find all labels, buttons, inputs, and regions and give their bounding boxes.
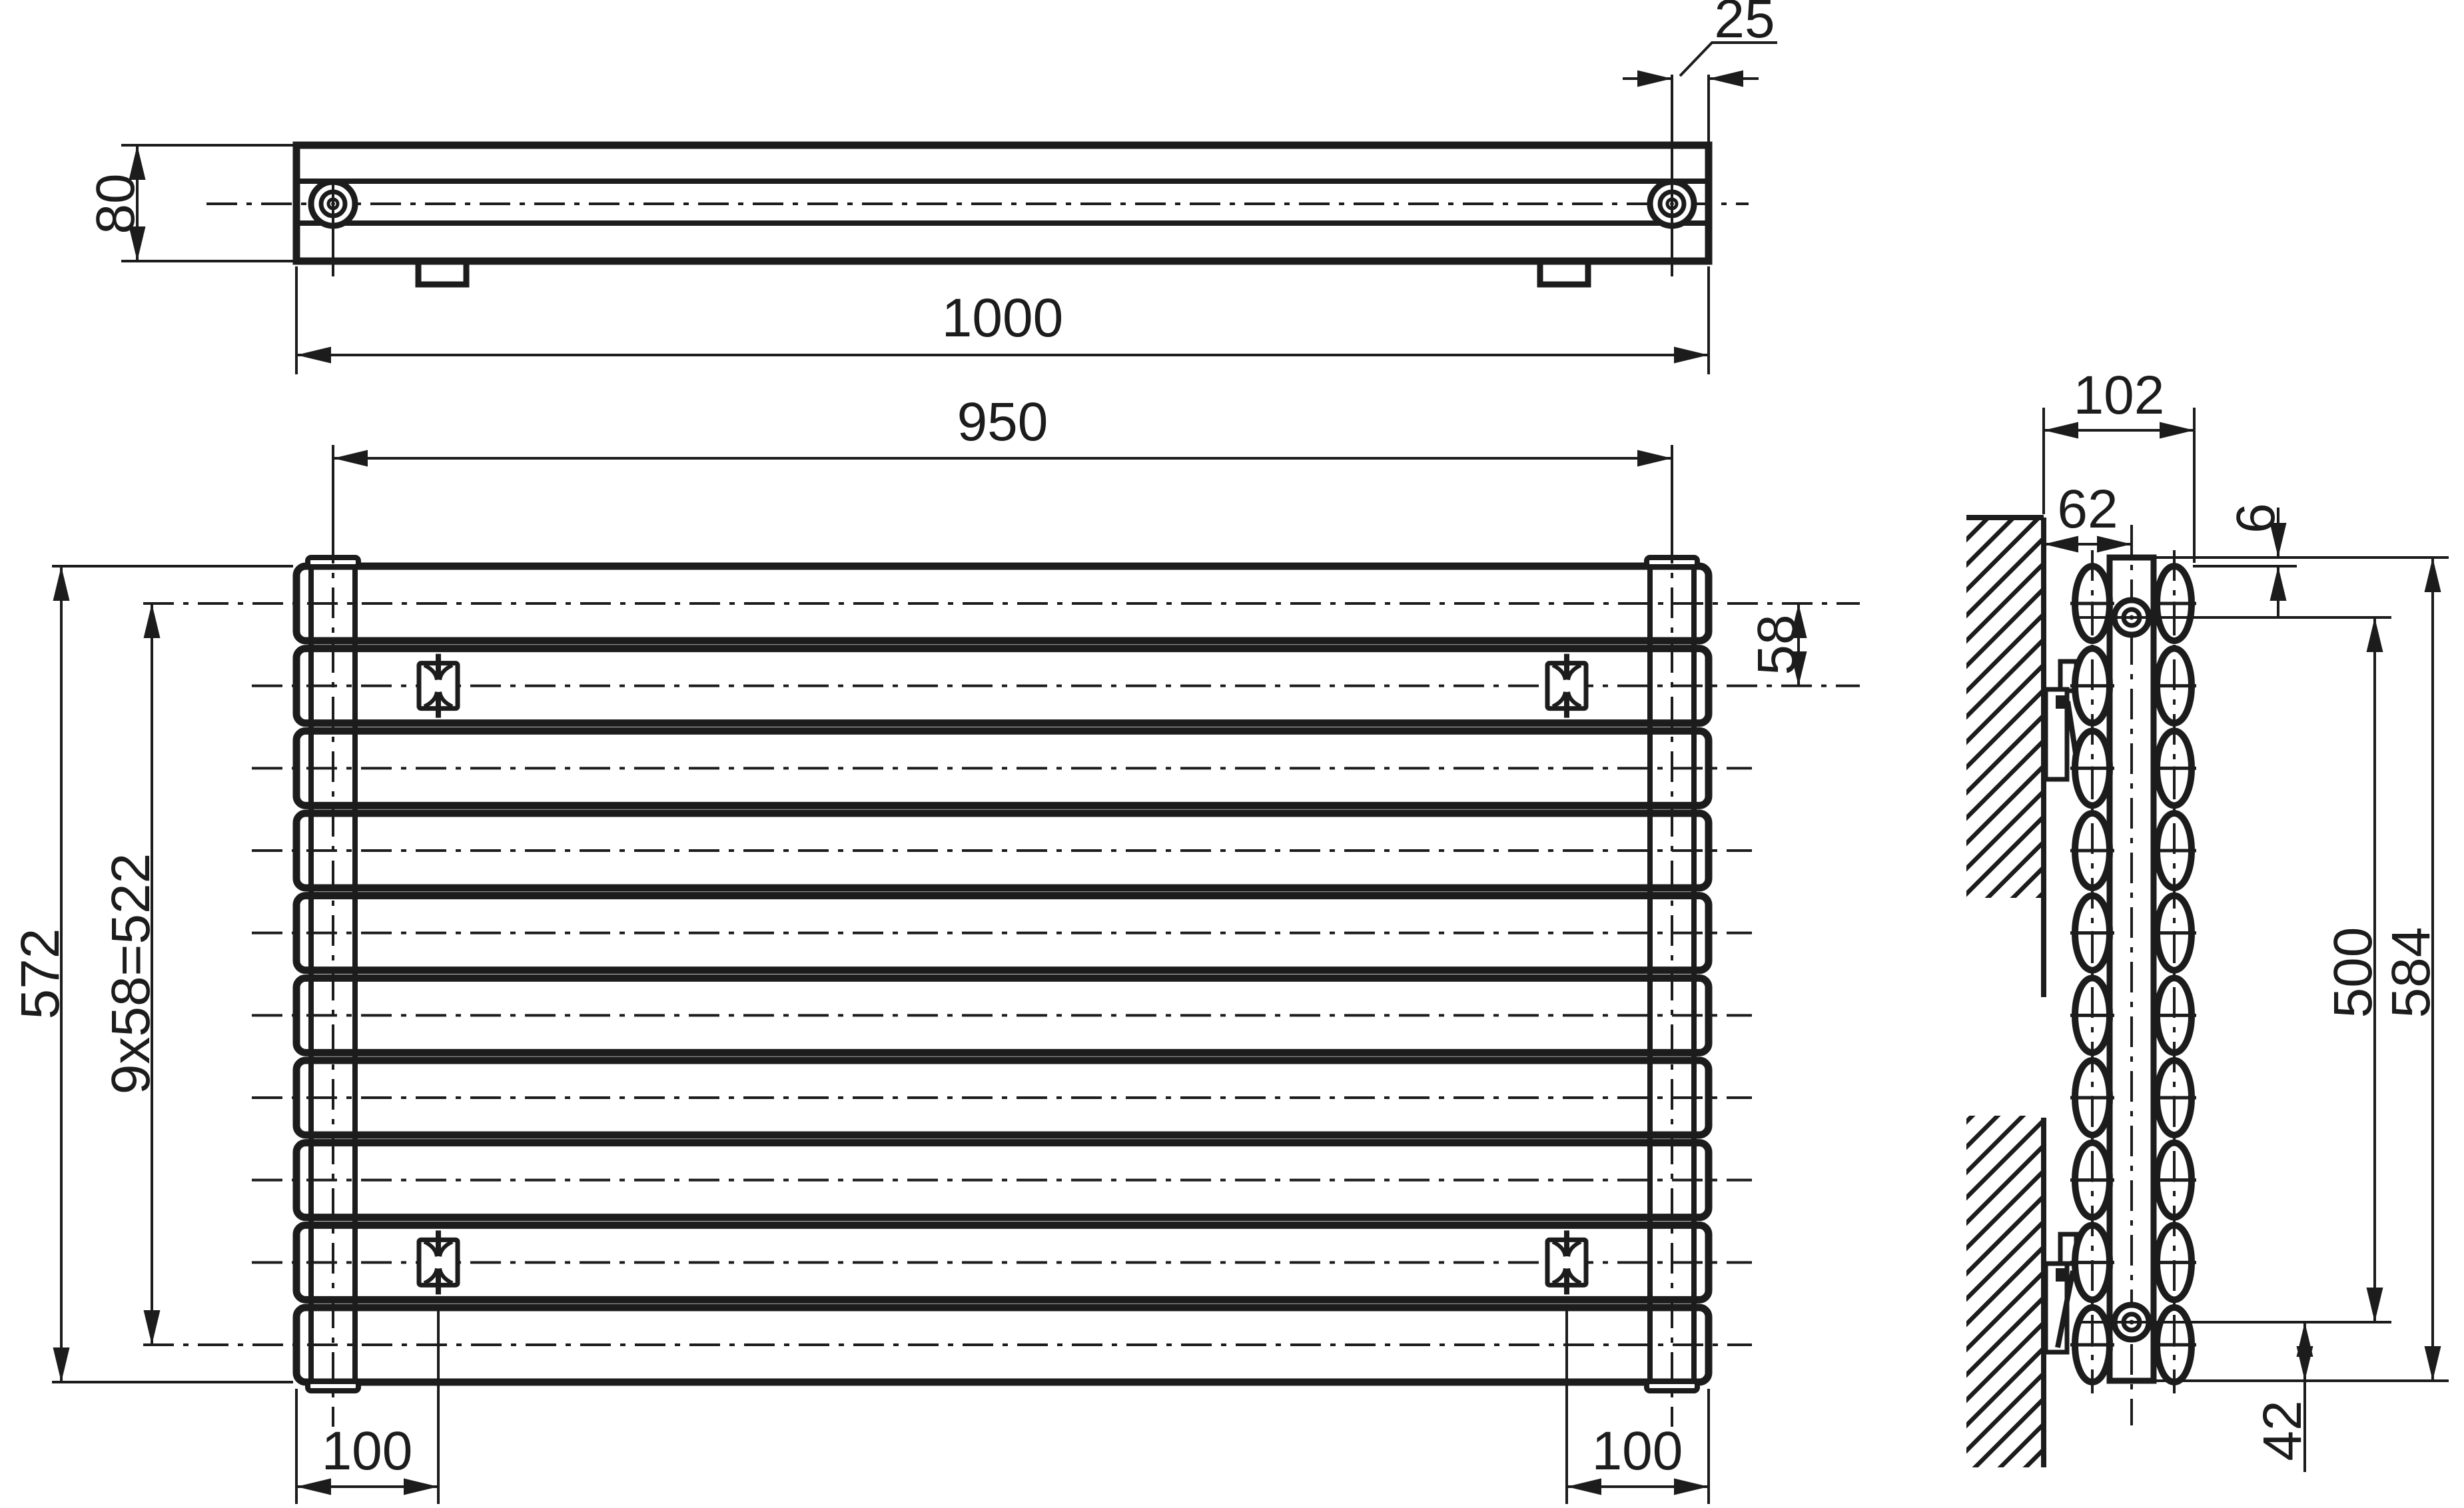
top-view [206, 141, 1749, 288]
side-centerlines [2091, 525, 2176, 1425]
wall-hatch-upper [1966, 518, 2044, 898]
dim-length-label: 1000 [942, 288, 1063, 348]
dim-connection-span-label: 950 [957, 392, 1048, 452]
dimension-arrow [129, 226, 146, 261]
front-collectors [305, 533, 1700, 1427]
dimension-arrow [2366, 617, 2383, 652]
dimension-arrow [296, 346, 331, 364]
dimension-arrow [1674, 1478, 1709, 1495]
dim-bottom-offset-label: 42 [2252, 1400, 2313, 1461]
dim-collector-stub-label: 6 [2226, 503, 2286, 534]
dimension-arrow [1790, 651, 1807, 686]
dim-side-depth-label: 102 [2074, 365, 2165, 426]
dimension-arrow [2296, 1346, 2313, 1381]
dimension-arrow [2160, 422, 2194, 439]
dim-pitch-total-label: 9x58=522 [101, 853, 161, 1095]
dimension-arrow [1637, 70, 1672, 87]
dim-wall-to-axis-label: 62 [2057, 479, 2118, 540]
bracket-screw [2056, 1268, 2069, 1282]
leader-line [1679, 41, 1777, 77]
dimension-arrow [1567, 1478, 1601, 1495]
dimension-arrow [143, 603, 161, 638]
dim-bracket-offset-right-label: 100 [1592, 1421, 1683, 1481]
wall-bracket-bottom [2043, 1232, 2079, 1355]
dimension-arrow [2269, 523, 2287, 558]
wall-section [1966, 515, 2046, 1467]
front-tube-rows [143, 562, 1860, 1386]
dim-pitch-label: 58 [1747, 614, 1807, 675]
dimension-arrow [2044, 536, 2078, 553]
dimension-arrow [2097, 536, 2132, 553]
dimension-arrow [143, 1310, 161, 1345]
dim-top-depth-label: 80 [85, 173, 146, 234]
dimension-arrow [296, 1478, 331, 1495]
bracket-clip [1545, 1230, 1589, 1295]
dimension-arrow [2366, 1288, 2383, 1322]
bracket-clip [416, 1230, 460, 1295]
dim-height-label: 572 [10, 929, 71, 1020]
dim-bracket-offset-left-label: 100 [322, 1421, 413, 1481]
dimension-arrow [1790, 603, 1807, 638]
dimension-arrow [1637, 450, 1672, 467]
right-tapping-boss [1647, 179, 1697, 276]
dimension-arrow [1709, 70, 1743, 87]
left-tapping-boss [308, 179, 358, 276]
dimension-graphics [52, 41, 2449, 1504]
wall-hatch-lower [1966, 1116, 2044, 1467]
oval-center-dot [2090, 601, 2094, 605]
dim-end-offset-label: 25 [1714, 0, 1775, 49]
bracket-tab-right [1537, 261, 1591, 288]
front-bracket-clips [416, 653, 1589, 1295]
dimension-arrow [2424, 558, 2441, 592]
dimension-arrow [2044, 422, 2078, 439]
side-view [1966, 515, 2196, 1467]
dim-total-height-label: 584 [2381, 927, 2441, 1018]
dim-side-connection-span-label: 500 [2323, 927, 2383, 1018]
dimension-arrow [2269, 566, 2287, 601]
dimension-arrow [53, 566, 70, 601]
dimension-arrow [1674, 346, 1709, 364]
dimension-arrow [129, 145, 146, 180]
dimension-labels: 80 1000 25 950 572 9x58=522 58 100 100 1… [10, 0, 2441, 1481]
dimension-arrow [53, 1347, 70, 1382]
dimension-arrow [2424, 1346, 2441, 1381]
bracket-clip [1545, 653, 1589, 718]
oval-center-dot [2172, 601, 2176, 605]
collector-stub [1644, 1379, 1700, 1393]
bracket-screw [2056, 695, 2069, 709]
dimension-arrow [333, 450, 368, 467]
dimension-arrow [404, 1478, 438, 1495]
bracket-clip [416, 653, 460, 718]
front-view [143, 533, 1860, 1427]
bracket-tab-left [415, 261, 470, 288]
collector-stub [305, 1379, 361, 1393]
